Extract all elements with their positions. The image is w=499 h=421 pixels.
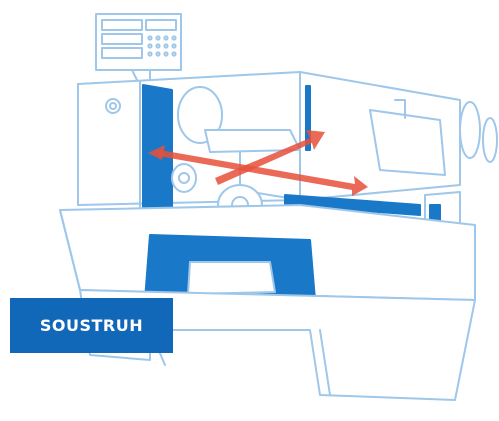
machine-label: SOUSTRUH <box>10 298 173 353</box>
